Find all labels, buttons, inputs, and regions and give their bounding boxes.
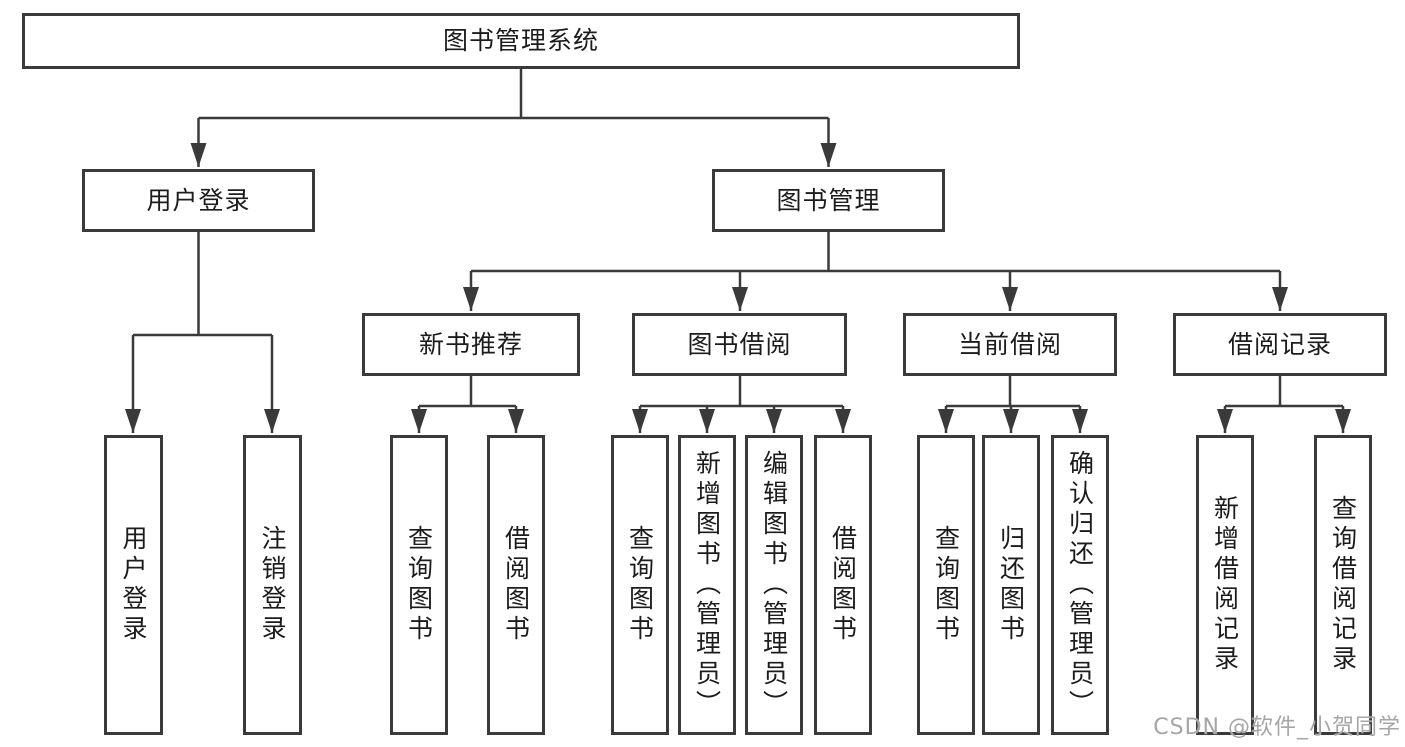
leaf-add-borrow-record: 新增借阅记录 [1196, 435, 1254, 735]
leaf-return-books: 归还图书 [982, 435, 1040, 735]
node-borrow-records: 借阅记录 [1173, 313, 1387, 376]
leaf-logout: 注销登录 [243, 435, 302, 735]
leaf-borrow-books-1: 借阅图书 [487, 435, 545, 735]
leaf-edit-books-admin: 编辑图书（管理员） [745, 435, 803, 735]
leaf-add-books-admin: 新增图书（管理员） [678, 435, 736, 735]
leaf-user-login: 用户登录 [104, 435, 163, 735]
csdn-watermark: CSDN @软件_小贺同学 [1153, 715, 1401, 740]
leaf-query-books-3: 查询图书 [917, 435, 975, 735]
node-current-borrowing: 当前借阅 [903, 313, 1117, 376]
leaf-confirm-return-admin: 确认归还（管理员） [1051, 435, 1109, 735]
node-book-borrowing: 图书借阅 [632, 313, 847, 376]
node-book-management: 图书管理 [712, 169, 945, 232]
node-new-book-recommend: 新书推荐 [362, 313, 580, 376]
node-root-system: 图书管理系统 [22, 13, 1020, 69]
node-user-login: 用户登录 [82, 169, 315, 232]
leaf-borrow-books-2: 借阅图书 [814, 435, 872, 735]
leaf-query-books-1: 查询图书 [390, 435, 448, 735]
leaf-query-borrow-record: 查询借阅记录 [1314, 435, 1372, 735]
leaf-query-books-2: 查询图书 [611, 435, 669, 735]
